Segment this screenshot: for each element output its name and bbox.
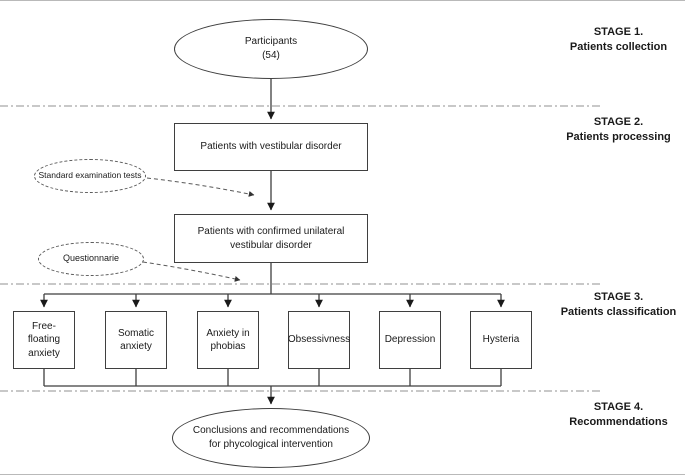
- stage3-title: STAGE 3.: [593, 291, 644, 303]
- stage4-subtitle: Recommendations: [569, 415, 668, 428]
- standard-examination-tests-ellipse: Standard examination tests: [34, 159, 146, 193]
- stage4-title: STAGE 4.: [593, 401, 644, 413]
- confirmed-vestibular-box: Patients with confirmed unilateral vesti…: [174, 214, 368, 263]
- stage1-subtitle: Patients collection: [569, 40, 668, 53]
- stage3-subtitle: Patients classification: [560, 305, 677, 318]
- participants-count: (54): [262, 50, 280, 61]
- classification-box-depression: Depression: [379, 311, 441, 369]
- stage2-label: STAGE 2. Patients processing: [552, 115, 685, 144]
- classification-box-somatic-anxiety: Somatic anxiety: [105, 311, 167, 369]
- stage2-title: STAGE 2.: [593, 116, 644, 128]
- conclusions-ellipse: Conclusions and recommendations for phyc…: [172, 408, 370, 468]
- stage-separator-lines: [0, 105, 600, 392]
- stage1-label: STAGE 1. Patients collection: [552, 25, 685, 54]
- classification-box-hysteria: Hysteria: [470, 311, 532, 369]
- participants-ellipse: Participants (54): [174, 19, 368, 79]
- participants-label: Participants: [244, 36, 298, 47]
- annotation-arrows: [142, 177, 255, 282]
- stage4-label: STAGE 4. Recommendations: [552, 400, 685, 429]
- classification-box-obsessivness: Obsessivness: [288, 311, 350, 369]
- flow-connectors: [40, 79, 505, 405]
- classification-box-anxiety-in-phobias: Anxiety in phobias: [197, 311, 259, 369]
- questionnaire-ellipse: Questionnarie: [38, 242, 144, 276]
- stage2-subtitle: Patients processing: [566, 130, 671, 143]
- vestibular-disorder-box: Patients with vestibular disorder: [174, 123, 368, 171]
- stage3-label: STAGE 3. Patients classification: [552, 290, 685, 319]
- classification-box-free-floating-anxiety: Free-floating anxiety: [13, 311, 75, 369]
- stage1-title: STAGE 1.: [593, 26, 644, 38]
